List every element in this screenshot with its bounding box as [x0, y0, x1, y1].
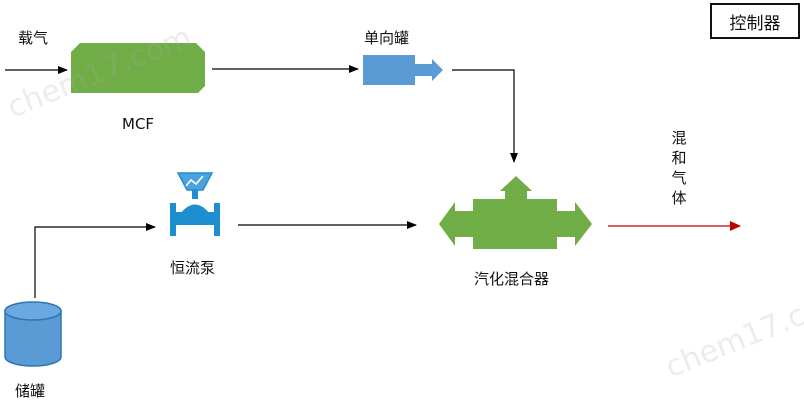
controller-box: 控制器 — [710, 3, 800, 39]
mcf-label: MCF — [122, 115, 155, 133]
mixed-gas-label: 混和气体 — [671, 129, 687, 207]
pump-icon — [170, 172, 220, 236]
mcf-corner-left — [71, 43, 80, 52]
check-tank-body — [363, 55, 415, 85]
check-tank-arrow — [415, 59, 443, 81]
carrier-gas-label: 载气 — [18, 29, 49, 47]
tank-to-mixer-line — [452, 69, 518, 163]
mixer-shape — [439, 176, 592, 249]
mcf-corner-br — [198, 86, 205, 93]
mcf-corner-right — [196, 43, 205, 52]
storage-tank-icon — [4, 301, 62, 367]
storage-to-pump-line — [34, 223, 156, 298]
mcf-block — [71, 43, 205, 93]
storage-tank-label: 储罐 — [15, 382, 46, 400]
mixer-label: 汽化混合器 — [474, 270, 550, 288]
pump-label: 恒流泵 — [170, 259, 216, 277]
check-tank-label: 单向罐 — [364, 29, 410, 47]
